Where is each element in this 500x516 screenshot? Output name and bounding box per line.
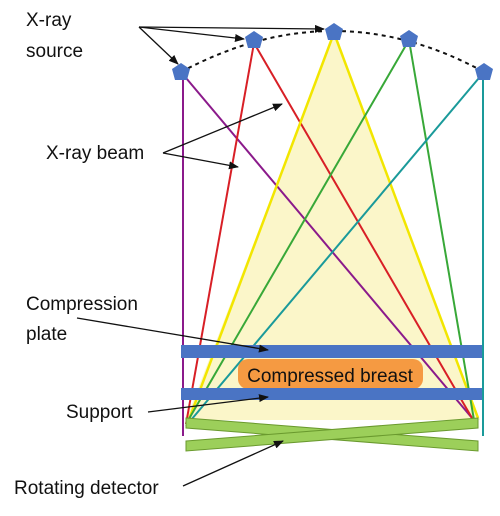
label-support: Support [66,402,133,423]
beam-arrow [162,152,239,170]
label-compressed-breast: Compressed breast [247,366,414,387]
support-plate [181,388,482,400]
compression-arrow [76,317,269,353]
beam-cone-fill [186,33,480,420]
label-compression-line1: Compression [26,294,138,315]
compression-plate [181,345,482,358]
source-icon [475,63,493,80]
source-arrow [138,24,325,33]
beam-teal [185,71,485,427]
detector-arrow [182,440,284,487]
label-rotating-detector: Rotating detector [14,478,159,499]
label-xray-source-line2: source [26,41,83,62]
xray-source-icons [172,23,493,80]
label-compression-line2: plate [26,324,67,345]
beam-red-left [185,42,255,425]
beam-green-left [185,39,410,425]
beam-purple [180,71,473,419]
support-arrow [147,394,269,413]
label-xray-beam: X-ray beam [46,143,144,164]
source-icon [325,23,343,40]
source-arrow [138,26,245,42]
compressed-breast [238,359,423,389]
source-arc [180,30,485,73]
source-icon [245,31,263,48]
rotating-detector-b [185,417,479,452]
source-icon [172,63,190,80]
beam-arrow [162,103,283,154]
label-xray-source-line1: X-ray [26,10,72,31]
source-arrow [138,26,179,65]
source-icon [400,30,418,47]
